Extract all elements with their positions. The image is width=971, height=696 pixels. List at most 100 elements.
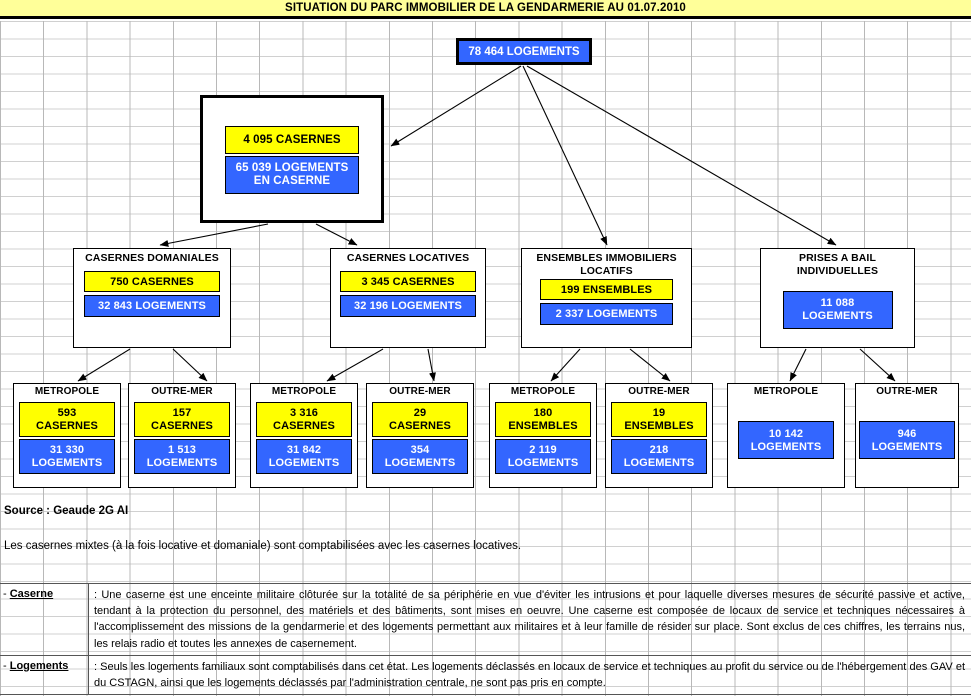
- definition-term-caserne-prefix: -: [3, 588, 10, 600]
- page-title-banner: SITUATION DU PARC IMMOBILIER DE LA GENDA…: [0, 0, 971, 19]
- unit-line2: CASERNES: [151, 419, 213, 432]
- chip-domaniales-casernes: 750 CASERNES: [84, 270, 220, 292]
- node-bail-outremer[interactable]: OUTRE-MER 946 LOGEMENTS: [855, 383, 959, 488]
- chip-logements-en-caserne-line2: EN CASERNE: [253, 175, 331, 187]
- value-line1: 19: [652, 406, 666, 419]
- node-casernes-locatives-title: CASERNES LOCATIVES: [346, 252, 470, 264]
- chip-ensembles-count: 199 ENSEMBLES: [540, 279, 673, 300]
- value-line1: 10 142: [768, 427, 804, 440]
- unit-line2: LOGEMENTS: [871, 440, 943, 453]
- unit-line2: LOGEMENTS: [31, 456, 103, 469]
- unit-line2: CASERNES: [273, 419, 335, 432]
- node-ensembles-outremer[interactable]: OUTRE-MER 19 ENSEMBLES 218 LOGEMENTS: [605, 383, 713, 488]
- value-line1: 31 330: [49, 443, 85, 456]
- page-title: SITUATION DU PARC IMMOBILIER DE LA GENDA…: [285, 2, 686, 14]
- value-line1: 29: [413, 406, 427, 419]
- node-prises-a-bail-individuelles[interactable]: PRISES A BAIL INDIVIDUELLES 11 088 LOGEM…: [760, 248, 915, 348]
- node-domaniales-outremer[interactable]: OUTRE-MER 157 CASERNES 1 513 LOGEMENTS: [128, 383, 236, 488]
- unit-line2: LOGEMENTS: [146, 456, 218, 469]
- definition-term-caserne: - Caserne: [0, 584, 89, 655]
- node-casernes-domaniales-title: CASERNES DOMANIALES: [85, 252, 219, 264]
- node-prises-a-bail-title-line2: INDIVIDUELLES: [796, 264, 879, 277]
- chip-casernes-count: 4 095 CASERNES: [225, 126, 359, 154]
- chip-ensembles-metropole-logements: 2 119 LOGEMENTS: [495, 438, 591, 474]
- chip-prises-a-bail-logements: 11 088 LOGEMENTS: [782, 291, 893, 329]
- node-casernes-total[interactable]: 4 095 CASERNES 65 039 LOGEMENTS EN CASER…: [200, 95, 384, 223]
- node-bail-outremer-title: OUTRE-MER: [876, 386, 938, 397]
- value-line1: 593: [57, 406, 77, 419]
- chip-ensembles-logements: 2 337 LOGEMENTS: [540, 303, 673, 325]
- chip-locatives-logements: 32 196 LOGEMENTS: [340, 294, 476, 317]
- node-domaniales-outremer-title: OUTRE-MER: [151, 386, 213, 397]
- unit-line2: CASERNES: [389, 419, 451, 432]
- chip-prises-a-bail-line2: LOGEMENTS: [802, 310, 873, 322]
- node-ensembles-title-line2: LOCATIFS: [580, 264, 633, 277]
- chip-ensembles-outremer-count: 19 ENSEMBLES: [611, 401, 707, 437]
- definition-text-logements: : Seuls les logements familiaux sont com…: [94, 660, 965, 690]
- definition-row-logements: - Logements : Seuls les logements famili…: [0, 655, 971, 696]
- node-prises-a-bail-title-line1: PRISES A BAIL: [799, 252, 876, 264]
- value-line1: 354: [410, 443, 430, 456]
- unit-line2: CASERNES: [36, 419, 98, 432]
- node-ensembles-title: ENSEMBLES IMMOBILIERS LOCATIFS: [522, 249, 691, 277]
- node-domaniales-metropole[interactable]: METROPOLE 593 CASERNES 31 330 LOGEMENTS: [13, 383, 121, 488]
- chip-ensembles-metropole-count: 180 ENSEMBLES: [495, 401, 591, 437]
- chip-bail-outremer-logements: 946 LOGEMENTS: [859, 420, 955, 459]
- chip-logements-en-caserne: 65 039 LOGEMENTS EN CASERNE: [225, 156, 359, 194]
- unit-line2: LOGEMENTS: [384, 456, 456, 469]
- node-ensembles-outremer-title: OUTRE-MER: [628, 386, 690, 397]
- node-total-logements-value: 78 464 LOGEMENTS: [468, 45, 580, 58]
- definition-term-logements: - Logements: [0, 655, 89, 695]
- node-locatives-metropole[interactable]: METROPOLE 3 316 CASERNES 31 842 LOGEMENT…: [250, 383, 358, 488]
- node-casernes-locatives[interactable]: CASERNES LOCATIVES 3 345 CASERNES 32 196…: [330, 248, 486, 348]
- source-label: Source : Geaude 2G AI: [4, 505, 129, 517]
- chip-locatives-metropole-casernes: 3 316 CASERNES: [256, 401, 352, 437]
- node-ensembles-metropole-title: METROPOLE: [510, 386, 576, 397]
- value-line1: 157: [172, 406, 192, 419]
- chip-domaniales-metropole-logements: 31 330 LOGEMENTS: [19, 438, 115, 474]
- unit-line2: LOGEMENTS: [268, 456, 340, 469]
- node-ensembles-metropole[interactable]: METROPOLE 180 ENSEMBLES 2 119 LOGEMENTS: [489, 383, 597, 488]
- chip-locatives-metropole-logements: 31 842 LOGEMENTS: [256, 438, 352, 474]
- definition-term-caserne-word: Caserne: [9, 588, 54, 600]
- unit-line2: LOGEMENTS: [623, 456, 695, 469]
- value-line1: 3 316: [289, 406, 319, 419]
- node-ensembles-immobiliers-locatifs[interactable]: ENSEMBLES IMMOBILIERS LOCATIFS 199 ENSEM…: [521, 248, 692, 348]
- chip-domaniales-outremer-logements: 1 513 LOGEMENTS: [134, 438, 230, 474]
- chip-locatives-casernes: 3 345 CASERNES: [340, 270, 476, 292]
- chip-ensembles-outremer-logements: 218 LOGEMENTS: [611, 438, 707, 474]
- unit-line2: ENSEMBLES: [508, 419, 578, 432]
- note-casernes-mixtes: Les casernes mixtes (à la fois locative …: [4, 540, 522, 552]
- value-line1: 180: [533, 406, 553, 419]
- node-locatives-metropole-title: METROPOLE: [271, 386, 337, 397]
- chip-locatives-outremer-logements: 354 LOGEMENTS: [372, 438, 468, 474]
- definition-row-caserne: - Caserne : Une caserne est une enceinte…: [0, 584, 971, 656]
- value-line1: 946: [897, 427, 917, 440]
- value-line1: 218: [649, 443, 669, 456]
- node-locatives-outremer-title: OUTRE-MER: [389, 386, 451, 397]
- definitions-table: - Caserne : Une caserne est une enceinte…: [0, 583, 971, 696]
- chip-bail-metropole-logements: 10 142 LOGEMENTS: [738, 420, 834, 459]
- definition-text-caserne: : Une caserne est une enceinte militaire…: [94, 589, 965, 650]
- definition-term-logements-prefix: -: [3, 659, 10, 672]
- chip-domaniales-outremer-casernes: 157 CASERNES: [134, 401, 230, 437]
- chip-prises-a-bail-line1: 11 088: [820, 297, 855, 309]
- chip-domaniales-metropole-casernes: 593 CASERNES: [19, 401, 115, 437]
- node-bail-metropole[interactable]: METROPOLE 10 142 LOGEMENTS: [727, 383, 845, 488]
- node-casernes-domaniales[interactable]: CASERNES DOMANIALES 750 CASERNES 32 843 …: [73, 248, 231, 348]
- node-locatives-outremer[interactable]: OUTRE-MER 29 CASERNES 354 LOGEMENTS: [366, 383, 474, 488]
- unit-line2: LOGEMENTS: [507, 456, 579, 469]
- value-line1: 1 513: [167, 443, 197, 456]
- definition-term-logements-word: Logements: [9, 659, 69, 672]
- value-line1: 31 842: [286, 443, 322, 456]
- node-ensembles-title-line1: ENSEMBLES IMMOBILIERS: [536, 252, 677, 264]
- node-prises-a-bail-title: PRISES A BAIL INDIVIDUELLES: [761, 249, 914, 277]
- chip-domaniales-logements: 32 843 LOGEMENTS: [84, 294, 220, 317]
- node-total-logements[interactable]: 78 464 LOGEMENTS: [456, 38, 592, 65]
- unit-line2: ENSEMBLES: [624, 419, 694, 432]
- chip-locatives-outremer-casernes: 29 CASERNES: [372, 401, 468, 437]
- chip-logements-en-caserne-line1: 65 039 LOGEMENTS: [235, 162, 349, 174]
- value-line1: 2 119: [529, 443, 557, 456]
- node-bail-metropole-title: METROPOLE: [753, 386, 819, 397]
- unit-line2: LOGEMENTS: [750, 440, 822, 453]
